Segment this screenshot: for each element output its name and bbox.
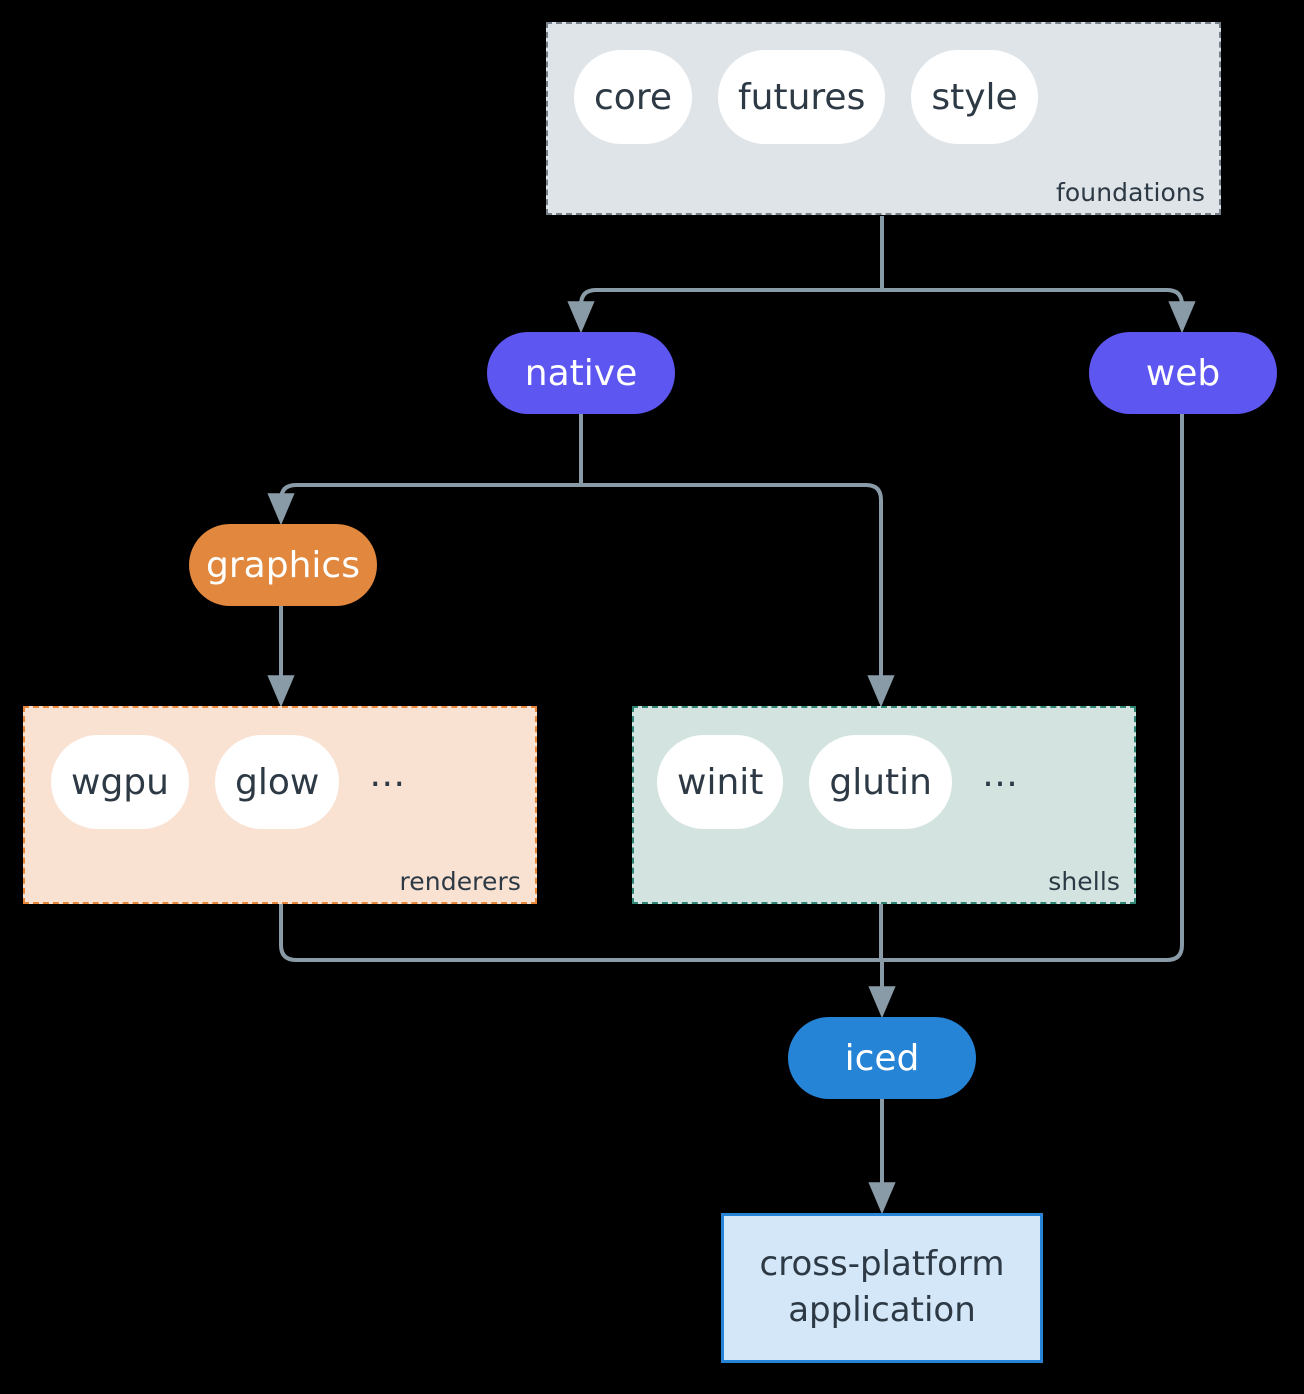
group-label-renderers: renderers (399, 867, 521, 896)
application-line-1: cross-platform (759, 1244, 1005, 1285)
shells-ellipsis: … (982, 754, 1018, 795)
node-glow[interactable]: glow (214, 735, 340, 829)
group-foundations: core futures style foundations (546, 22, 1221, 215)
edge-native-to-graphics (267, 483, 581, 526)
node-graphics[interactable]: graphics (189, 524, 377, 606)
node-glutin[interactable]: glutin (809, 735, 952, 829)
renderers-items: wgpu glow … (51, 735, 405, 829)
node-web[interactable]: web (1089, 332, 1277, 414)
group-label-foundations: foundations (1056, 178, 1205, 207)
node-cross-platform-application[interactable]: cross-platform application (721, 1213, 1043, 1363)
node-core[interactable]: core (574, 50, 692, 144)
group-renderers: wgpu glow … renderers (23, 706, 537, 904)
edge-native-to-shells (581, 483, 895, 708)
application-line-2: application (788, 1290, 976, 1330)
node-winit[interactable]: winit (657, 735, 784, 829)
renderers-ellipsis: … (369, 754, 406, 795)
edge-foundations-to-native (567, 288, 882, 334)
edge-foundations-to-web (882, 288, 1196, 334)
group-label-shells: shells (1048, 867, 1120, 896)
node-futures[interactable]: futures (717, 50, 886, 144)
shells-items: winit glutin … (657, 735, 1018, 829)
group-shells: winit glutin … shells (632, 706, 1136, 904)
node-wgpu[interactable]: wgpu (51, 735, 189, 829)
node-native[interactable]: native (487, 332, 675, 414)
foundations-items: core futures style (574, 50, 1038, 144)
node-iced[interactable]: iced (788, 1017, 976, 1099)
edge-renderers-to-iced (279, 904, 882, 962)
node-style[interactable]: style (911, 50, 1038, 144)
